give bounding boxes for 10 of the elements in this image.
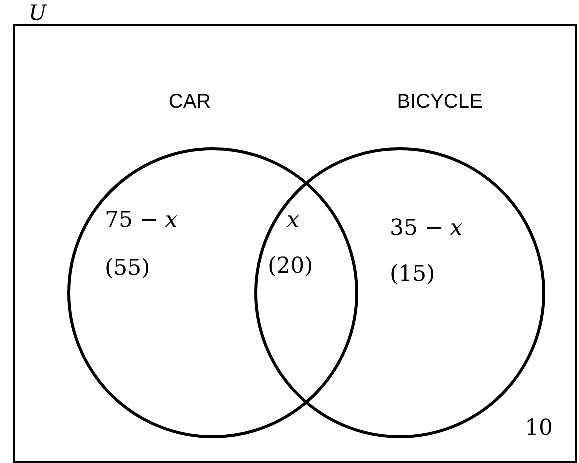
region-value: 35 − x <box>390 216 463 242</box>
universal-set-label: U <box>29 1 47 25</box>
region-value: 75 − x <box>105 208 178 234</box>
set-label: CAR <box>168 91 212 114</box>
region-value: 10 <box>525 416 553 442</box>
region-value: (55) <box>105 256 150 282</box>
region-value: (20) <box>268 254 314 280</box>
region-value: x <box>287 208 300 234</box>
region-value: (15) <box>390 262 436 288</box>
set-label: BICYCLE <box>396 91 484 114</box>
